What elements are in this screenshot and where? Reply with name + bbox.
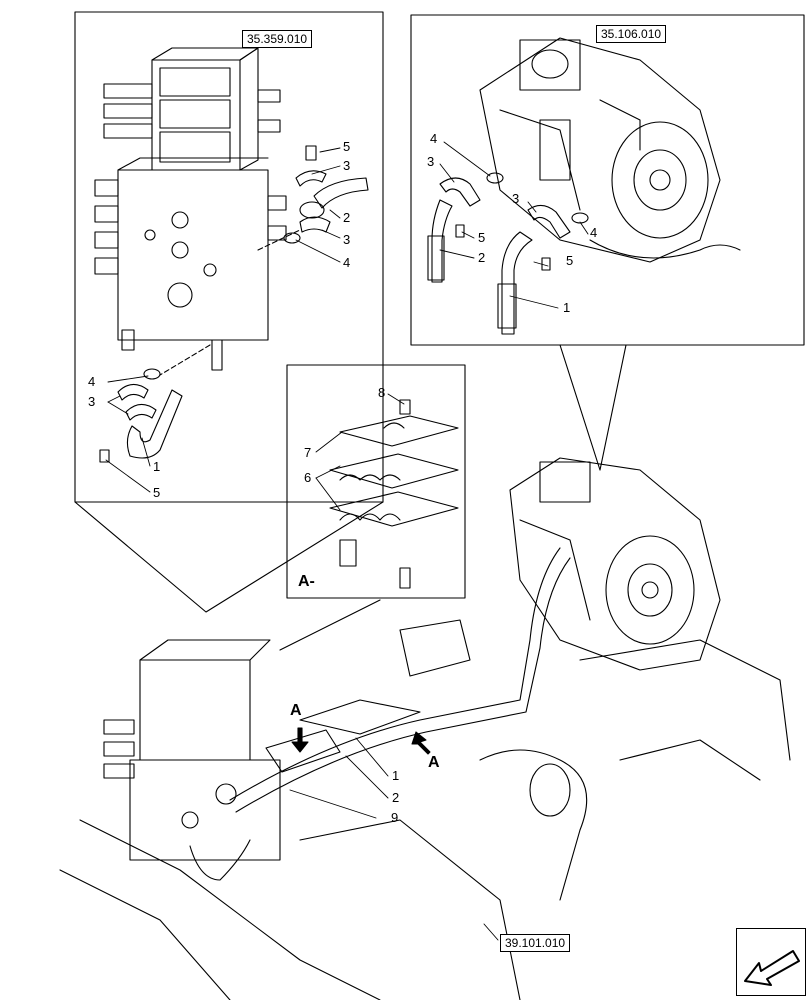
callout-tl-5: 5 bbox=[343, 139, 351, 154]
callout-tl-2: 2 bbox=[343, 210, 351, 225]
callout-tr-3a: 3 bbox=[427, 154, 435, 169]
previous-page-button[interactable] bbox=[736, 928, 806, 996]
callout-tl-low-5: 5 bbox=[153, 485, 161, 500]
hose-clamp-parts-upper bbox=[283, 145, 369, 244]
callout-main-2: 2 bbox=[392, 790, 400, 805]
callout-tl-4: 4 bbox=[343, 255, 351, 270]
detail-pointer-lines bbox=[74, 501, 384, 613]
ref-box-control-valve[interactable]: 35.359.010 bbox=[242, 30, 313, 48]
transmission-drawing-upper bbox=[479, 37, 741, 263]
previous-page-arrow-icon bbox=[744, 950, 800, 986]
detail-frame-control-valve bbox=[74, 11, 384, 503]
callout-tl-low-1: 1 bbox=[153, 459, 161, 474]
callout-detail-7: 7 bbox=[304, 445, 312, 460]
callout-detail-8: 8 bbox=[378, 385, 386, 400]
view-a-label-top: A bbox=[290, 702, 302, 719]
transmission-drawing-lower bbox=[509, 457, 721, 671]
leader-lines bbox=[105, 141, 589, 941]
callout-tr-4a: 4 bbox=[430, 131, 438, 146]
control-valve-drawing bbox=[94, 47, 287, 371]
callout-main-9: 9 bbox=[391, 810, 399, 825]
callout-tr-3b: 3 bbox=[512, 191, 520, 206]
callout-tl-3a: 3 bbox=[343, 158, 351, 173]
callout-tr-5a: 5 bbox=[478, 230, 486, 245]
callout-tl-low-3: 3 bbox=[88, 394, 96, 409]
detail-frame-a bbox=[286, 364, 466, 599]
callout-tr-5b: 5 bbox=[566, 253, 574, 268]
view-a-arrow-down bbox=[291, 727, 309, 753]
ref-box-transmission[interactable]: 35.106.010 bbox=[596, 25, 667, 43]
view-a-label-side: A bbox=[428, 754, 440, 771]
callout-tl-3b: 3 bbox=[343, 232, 351, 247]
callout-tl-low-4: 4 bbox=[88, 374, 96, 389]
ref-box-frame[interactable]: 39.101.010 bbox=[500, 934, 571, 952]
view-a-arrow-diagonal bbox=[411, 731, 431, 755]
callout-tr-1: 1 bbox=[563, 300, 571, 315]
detail-a-label: A- bbox=[298, 573, 315, 590]
main-assembly-drawing bbox=[59, 547, 791, 1000]
callout-main-1: 1 bbox=[392, 768, 400, 783]
callout-tr-2: 2 bbox=[478, 250, 486, 265]
clamp-bracket-drawing bbox=[329, 399, 459, 589]
detail-frame-transmission bbox=[410, 14, 805, 346]
callout-detail-6: 6 bbox=[304, 470, 312, 485]
hose-clamp-parts-lower bbox=[99, 368, 183, 463]
callout-tr-4b: 4 bbox=[590, 225, 598, 240]
